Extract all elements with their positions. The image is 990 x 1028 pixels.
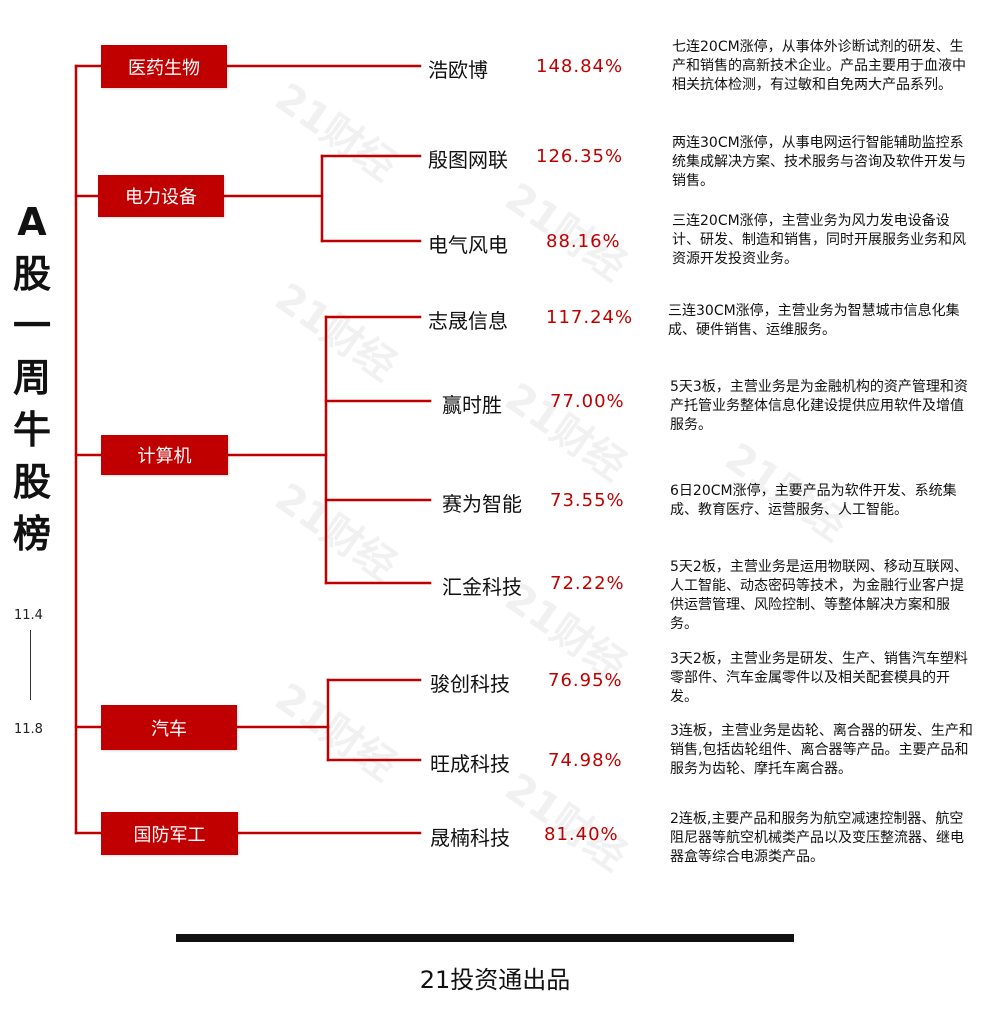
stock-gain: 117.24%	[546, 307, 634, 328]
stock-gain: 81.40%	[544, 824, 619, 845]
footer-divider	[176, 934, 794, 942]
stock-description: 5天3板，主营业务是为金融机构的资产管理和资产托管业务整体信息化建设提供应用软件…	[670, 379, 968, 433]
date-divider	[30, 630, 31, 700]
stock-description: 三连30CM涨停，主营业务为智慧城市信息化集成、硬件销售、运维服务。	[668, 303, 960, 338]
title-char: 牛	[12, 408, 51, 452]
title-char: 股	[12, 460, 51, 504]
stock-name: 殷图网联	[428, 148, 508, 172]
stock-description: 5天2板，主营业务是运用物联网、移动互联网、人工智能、动态密码等技术，为金融行业…	[670, 559, 968, 632]
stock-name: 赢时胜	[442, 393, 502, 417]
stock-name: 汇金科技	[442, 575, 522, 599]
stock-gain: 73.55%	[550, 490, 625, 511]
date-end: 11.8	[14, 722, 43, 737]
title-char: 股	[12, 252, 51, 296]
date-start: 11.4	[14, 608, 43, 623]
page-title: A 股 一 周 牛 股 榜	[8, 196, 56, 560]
sector-box: 电力设备	[98, 175, 224, 217]
stock-description: 三连20CM涨停，主营业务为风力发电设备设计、研发、制造和销售，同时开展服务业务…	[672, 213, 966, 267]
sector-box: 国防军工	[101, 812, 238, 855]
stock-description: 3连板，主营业务是齿轮、离合器的研发、生产和销售,包括齿轮组件、离合器等产品。主…	[670, 723, 973, 777]
stock-name: 电气风电	[428, 233, 508, 257]
stock-gain: 72.22%	[550, 573, 625, 594]
stock-gain: 148.84%	[536, 56, 624, 77]
footer-credit: 21投资通出品	[419, 966, 571, 994]
title-char: 榜	[12, 512, 51, 556]
sector-box: 汽车	[101, 705, 237, 750]
stock-description: 3天2板，主营业务是研发、生产、销售汽车塑料零部件、汽车金属零件以及相关配套模具…	[670, 651, 968, 705]
stock-description: 2连板,主要产品和服务为航空减速控制器、航空阻尼器等航空机械类产品以及变压整流器…	[670, 811, 964, 865]
title-char: 一	[12, 304, 51, 348]
stock-name: 晟楠科技	[430, 826, 510, 850]
stock-gain: 88.16%	[546, 231, 621, 252]
stock-gain: 74.98%	[548, 750, 623, 771]
sector-box: 计算机	[101, 435, 228, 475]
stock-gain: 77.00%	[550, 391, 625, 412]
stock-name: 浩欧博	[428, 58, 488, 82]
stock-description: 七连20CM涨停，从事体外诊断试剂的研发、生产和销售的高新技术企业。产品主要用于…	[672, 39, 966, 93]
stock-name: 骏创科技	[430, 672, 510, 696]
title-char: A	[17, 200, 47, 244]
stock-gain: 76.95%	[548, 670, 623, 691]
stock-description: 两连30CM涨停，从事电网运行智能辅助监控系统集成解决方案、技术服务与咨询及软件…	[672, 135, 966, 189]
stock-gain: 126.35%	[536, 146, 624, 167]
stock-name: 旺成科技	[430, 752, 510, 776]
stock-description: 6日20CM涨停，主要产品为软件开发、系统集成、教育医疗、运营服务、人工智能。	[670, 483, 957, 518]
title-char: 周	[12, 356, 51, 400]
stock-name: 赛为智能	[442, 492, 522, 516]
stock-name: 志晟信息	[428, 309, 508, 333]
sector-box: 医药生物	[101, 45, 227, 88]
